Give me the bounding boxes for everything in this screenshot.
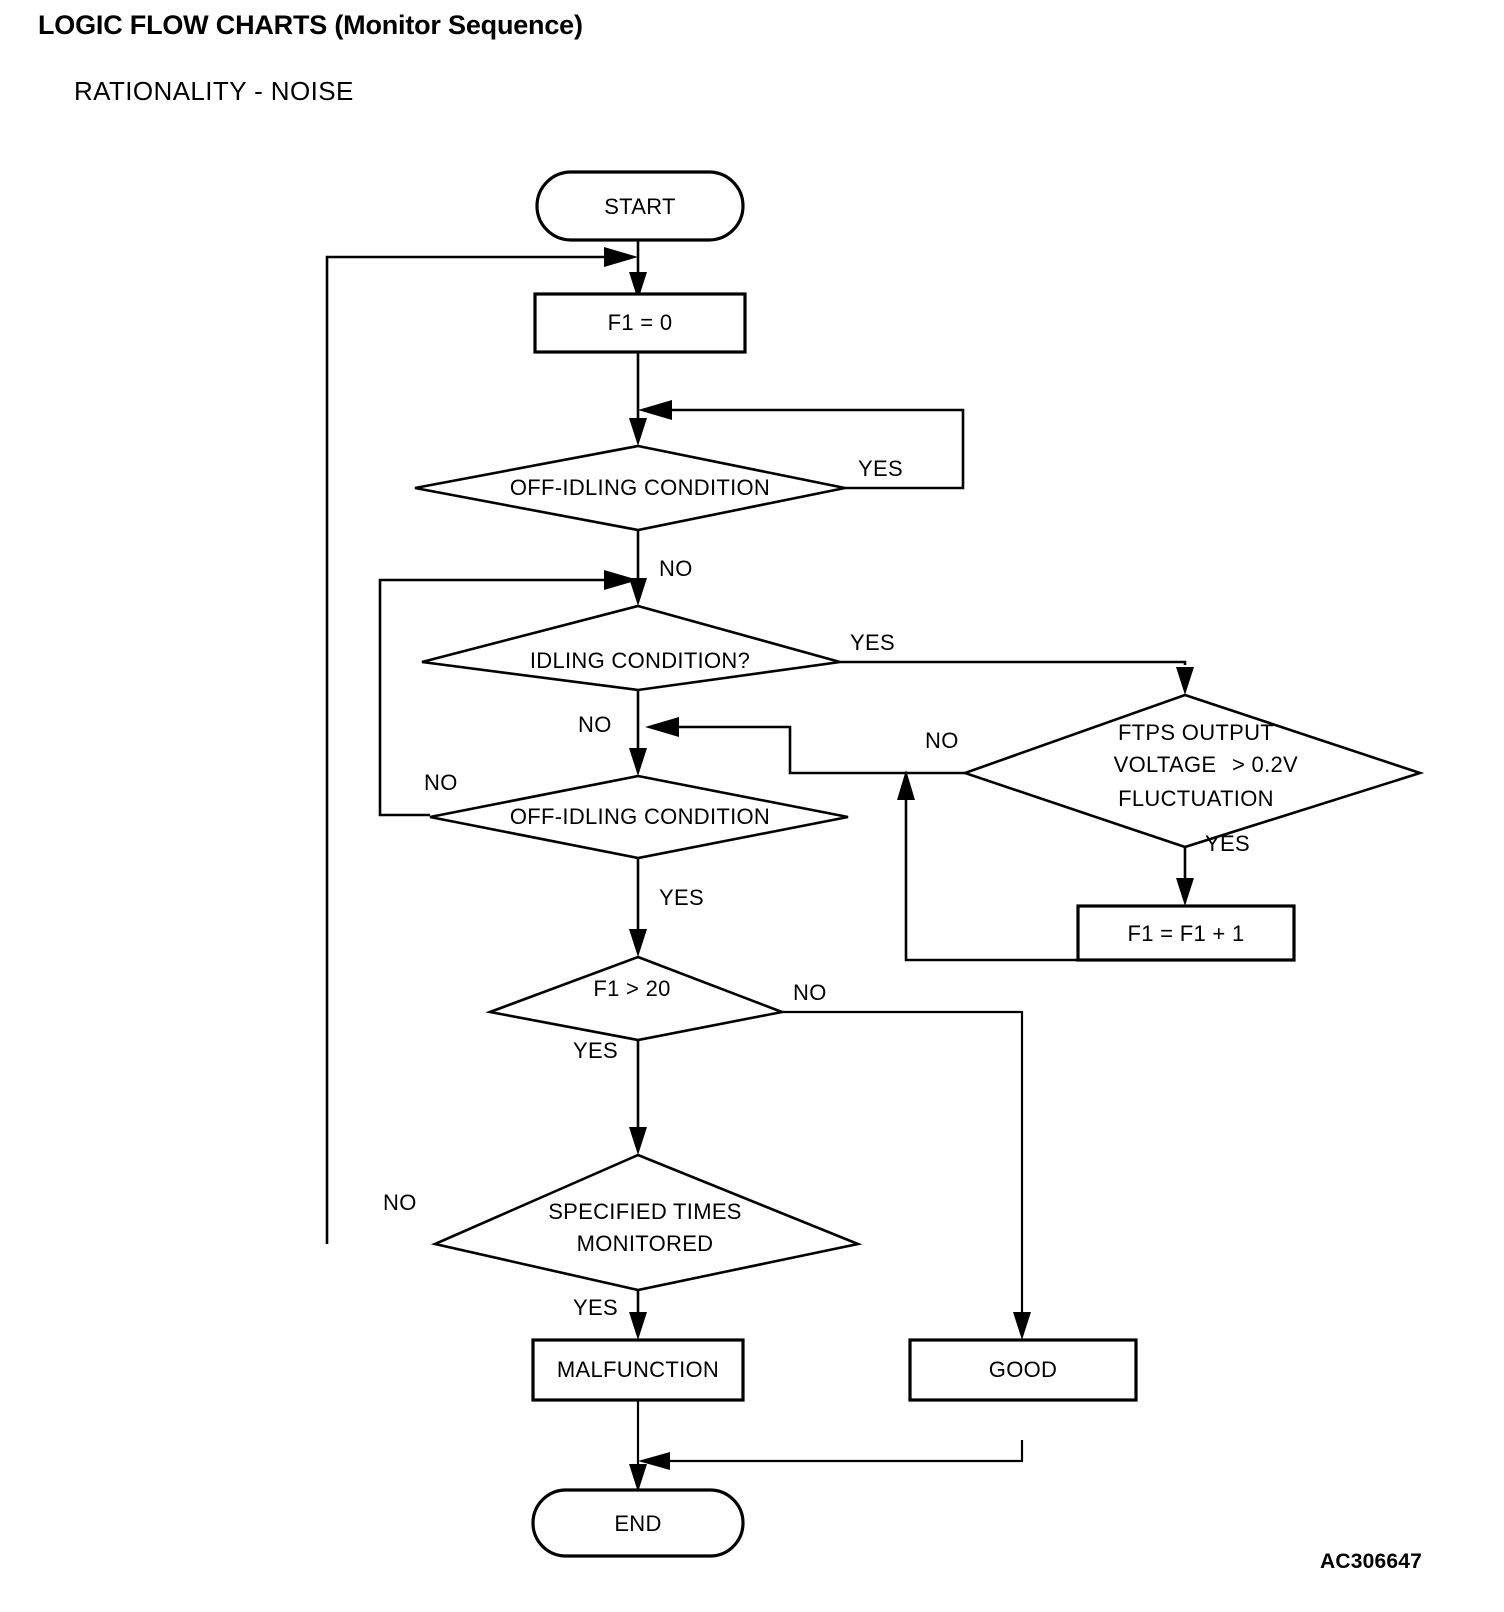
edge-offidle2-no-feedback [378, 578, 610, 817]
edge-ftps-no-feedback [672, 725, 965, 775]
node-f1-increment[interactable] [1076, 904, 1296, 962]
node-f1-reset[interactable] [533, 292, 747, 354]
node-good-label: GOOD [989, 1357, 1057, 1382]
arrowhead-good-to-end [638, 1452, 670, 1470]
node-malfunction[interactable] [531, 1338, 745, 1402]
node-f1-greater-than-20-label: F1 > 20 [593, 976, 670, 1001]
edge-label-ftps-no: NO [925, 728, 959, 753]
edge-f1gt20-no-to-good [782, 1010, 1024, 1325]
node-end-label: END [614, 1511, 661, 1536]
node-idling-condition-label: IDLING CONDITION? [530, 648, 750, 673]
arrowhead-f1inc-feedback [897, 770, 915, 800]
node-specified-times-monitored[interactable] [430, 1153, 863, 1292]
node-f1-greater-than-20[interactable] [485, 955, 787, 1042]
edge-label-spectimes-yes: YES [573, 1295, 618, 1320]
node-ftps-output-voltage[interactable] [961, 693, 1425, 849]
node-malfunction-label: MALFUNCTION [557, 1357, 719, 1382]
arrowhead-ftps-no-feedback [645, 717, 679, 737]
edge-label-offidle2-yes: YES [659, 885, 704, 910]
node-ftps-label-threshold: > 0.2V [1232, 752, 1298, 777]
node-offidling-condition-1[interactable] [414, 444, 846, 532]
node-f1-reset-label: F1 = 0 [608, 310, 673, 335]
node-offidling-condition-2[interactable] [429, 774, 849, 860]
edge-offidle1-yes-loop [665, 408, 965, 490]
node-start-label: START [604, 194, 676, 219]
arrowhead-spectimes-yes-to-malfunction [629, 1312, 647, 1340]
figure-code-label: AC306647 [1320, 1550, 1423, 1573]
node-offidling-condition-1-label: OFF-IDLING CONDITION [510, 475, 770, 500]
node-ftps-label-line1: FTPS OUTPUT [1118, 720, 1274, 745]
node-specified-times-label-line2: MONITORED [577, 1231, 714, 1256]
edge-label-f1gt20-yes: YES [573, 1038, 618, 1063]
node-offidling-condition-2-label: OFF-IDLING CONDITION [510, 804, 770, 829]
arrowhead-offidle1-no-to-idling [629, 578, 647, 606]
arrowhead-start-to-f1reset [629, 272, 647, 300]
edge-label-f1gt20-no: NO [793, 980, 827, 1005]
edge-label-idling-yes: YES [850, 630, 895, 655]
page-subtitle: RATIONALITY - NOISE [74, 76, 354, 106]
edge-label-offidle2-no: NO [424, 770, 458, 795]
page-title: LOGIC FLOW CHARTS (Monitor Sequence) [38, 10, 583, 40]
arrowhead-malfunction-to-end [629, 1464, 647, 1492]
arrowhead-offidle2-yes-to-f1gt20 [629, 929, 647, 957]
arrowhead-idling-yes-to-ftps [1176, 667, 1194, 695]
arrowhead-f1reset-to-offidle1 [629, 418, 647, 446]
edge-label-ftps-yes: YES [1205, 831, 1250, 856]
edge-label-spectimes-no: NO [383, 1190, 417, 1215]
node-f1-increment-label: F1 = F1 + 1 [1127, 921, 1244, 946]
edge-label-idling-no: NO [578, 712, 612, 737]
node-start[interactable] [535, 170, 745, 242]
node-ftps-label-line2: VOLTAGE [1114, 752, 1217, 777]
edge-label-offidle1-no: NO [659, 556, 693, 581]
arrowhead-offidle2-no-feedback [604, 570, 638, 590]
arrowhead-idling-no-to-offidle2 [629, 748, 647, 776]
edge-good-to-end [665, 1440, 1024, 1463]
arrowhead-ftps-yes-to-f1inc [1176, 878, 1194, 906]
edge-label-offidle1-yes: YES [858, 456, 903, 481]
arrowhead-offidle1-yes-loop [638, 400, 672, 420]
node-idling-condition[interactable] [421, 604, 841, 692]
node-good[interactable] [908, 1338, 1138, 1402]
edge-f1inc-feedback [904, 800, 1078, 962]
edge-idling-yes-to-ftps [840, 660, 1187, 665]
arrowhead-f1gt20-no-to-good [1013, 1312, 1031, 1340]
node-ftps-label-line3: FLUCTUATION [1118, 786, 1274, 811]
arrowhead-f1gt20-yes-to-spectimes [629, 1127, 647, 1155]
node-specified-times-label-line1: SPECIFIED TIMES [548, 1199, 742, 1224]
arrowhead-spectimes-no-feedback [604, 247, 638, 267]
edge-spectimes-no-feedback [325, 255, 610, 1244]
node-end[interactable] [531, 1488, 745, 1558]
